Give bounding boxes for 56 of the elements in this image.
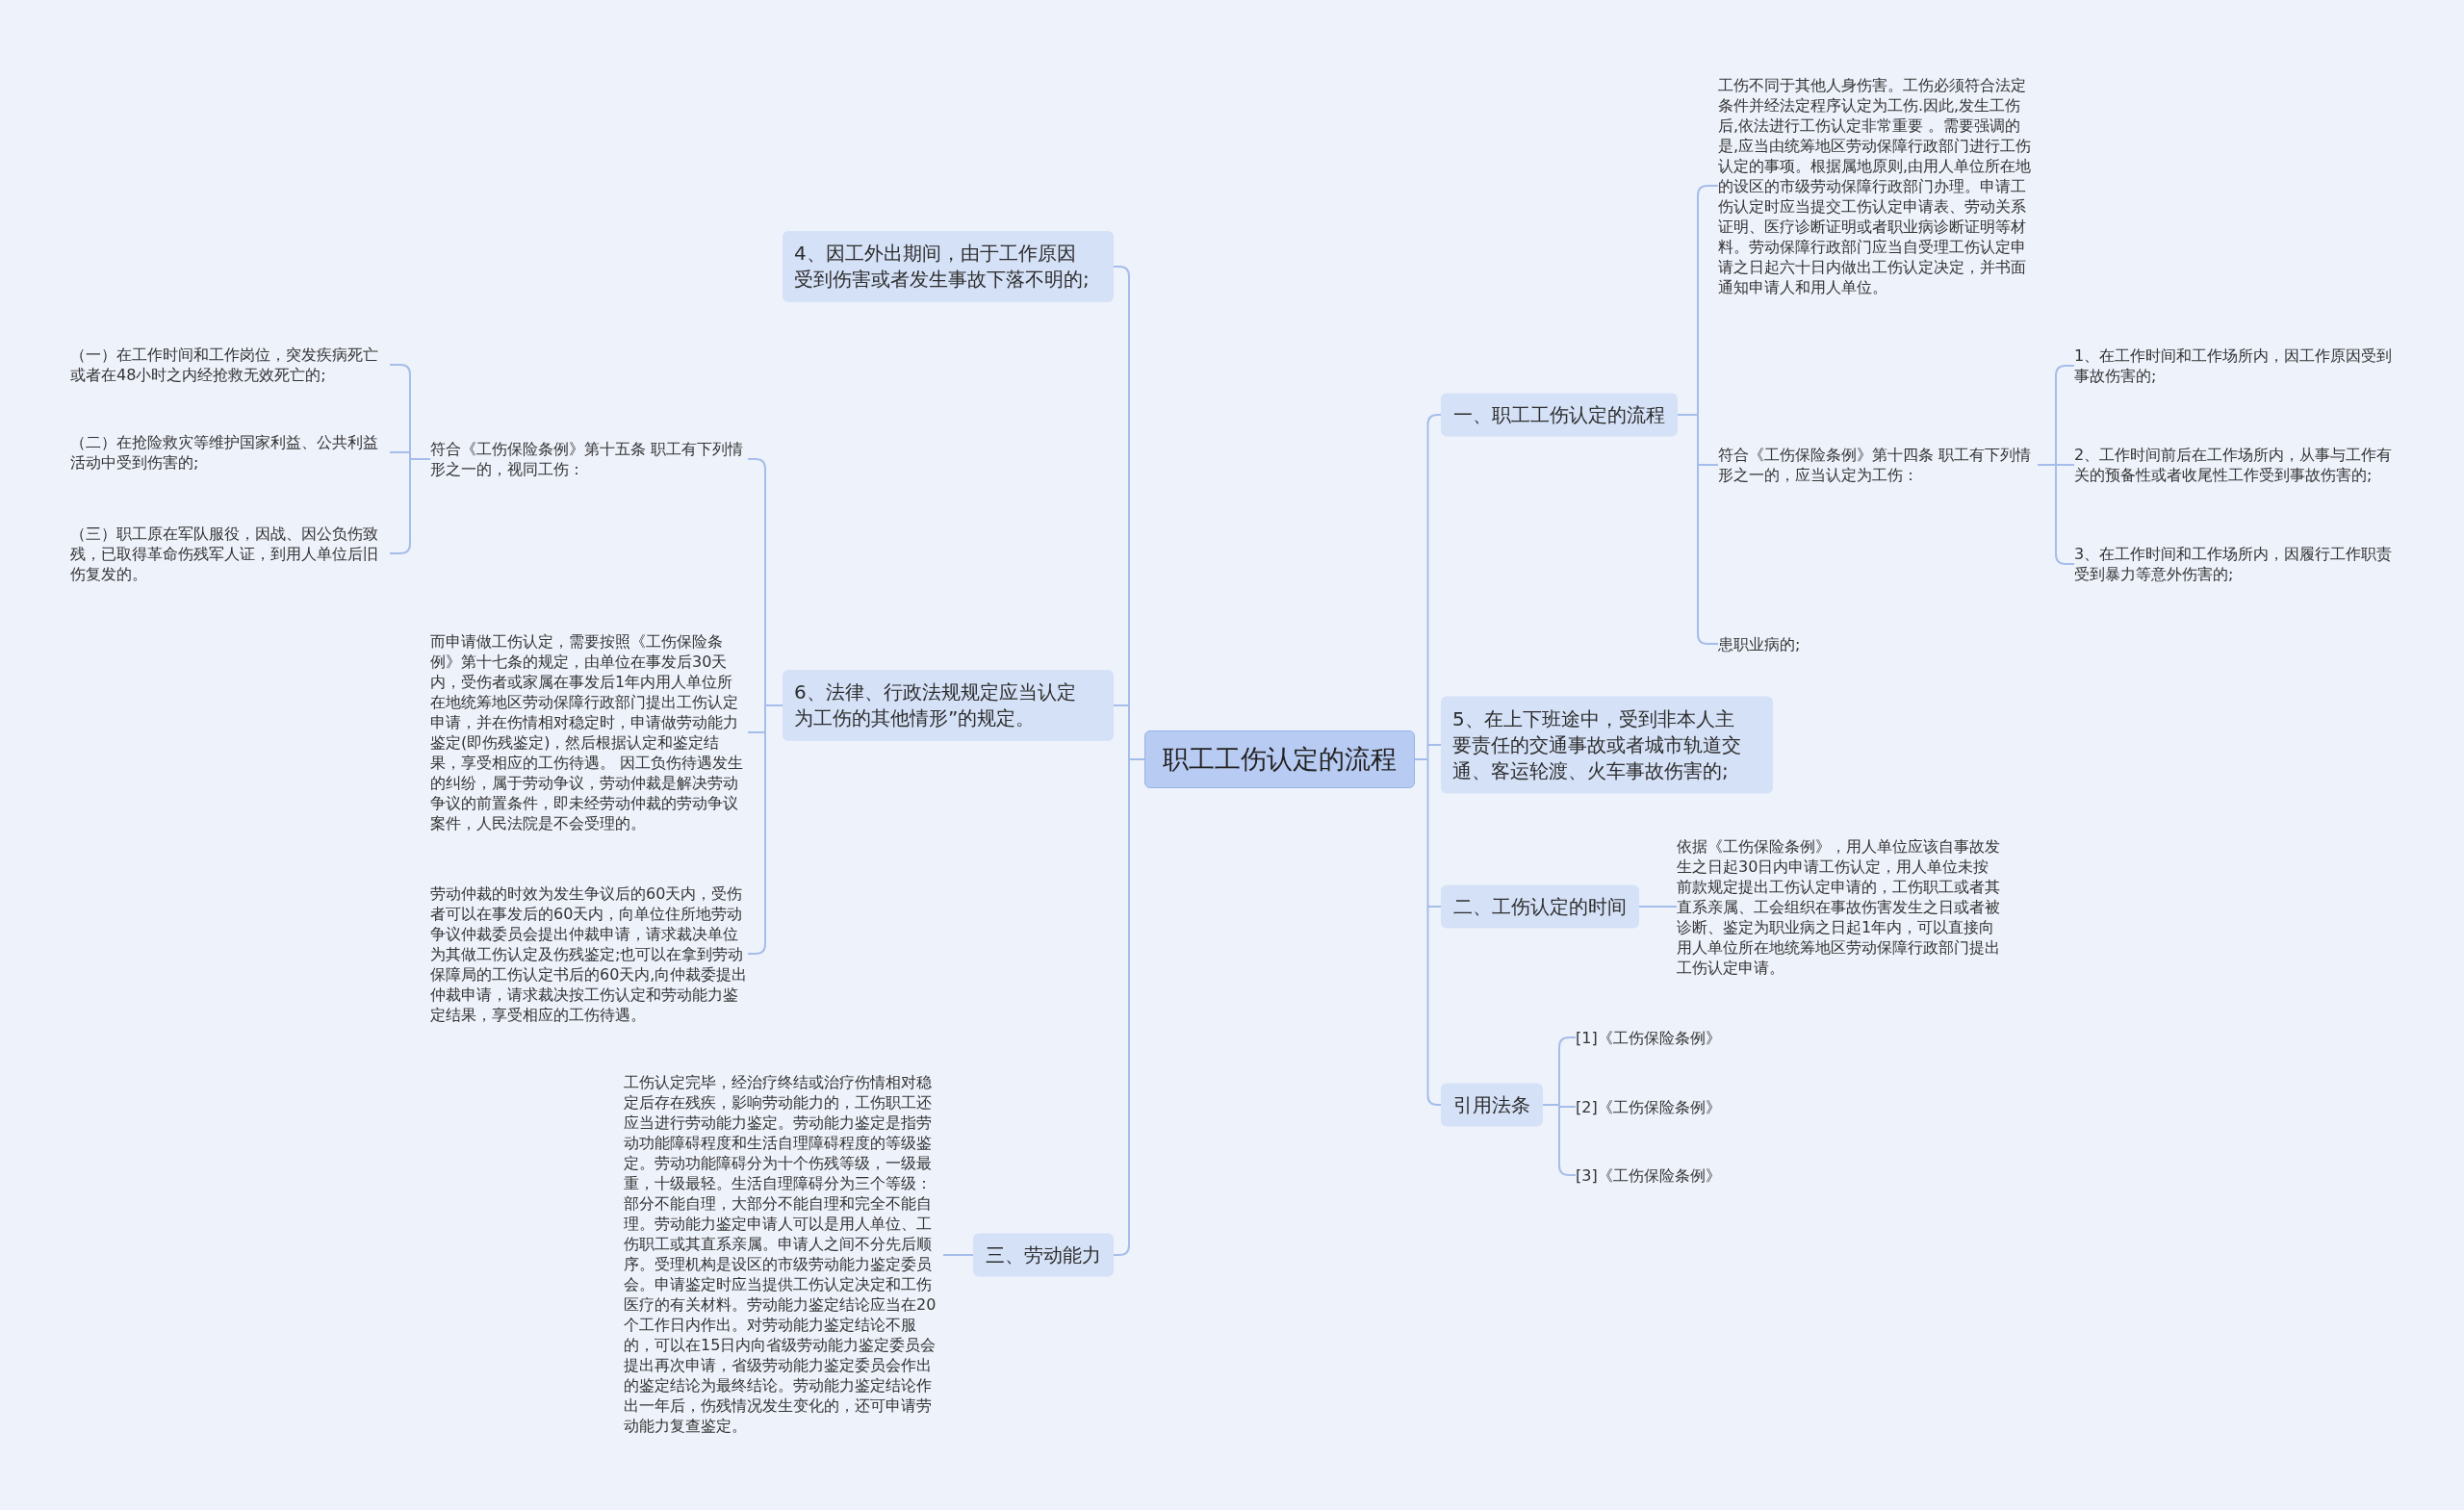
connector-line — [1558, 1106, 1577, 1108]
note-text: [2]《工伤保险条例》 — [1576, 1096, 1721, 1117]
note-text: 工伤不同于其他人身伤害。工伤必须符合法定条件并经法定程序认定为工伤.因此,发生工伤后,依法进行工伤认定非常重要 。需要强调的是,应当由统筹地区劳动保障行政部门进行工伤认定的事项。根据属地原则,由用人单位所在地的设区的市级劳动保障行政部门办理。申请工伤认定时应当提交工伤认定申请表、劳动关系证明、医疗诊断证明或者职业病诊断证明等材料。劳动保障行政部门应当自受理工伤认定申请之日起六十日内做出工伤认定决定，并书面通知申请人和用人单位。 — [1718, 74, 2038, 297]
connector-line — [942, 1254, 974, 1256]
connector-line — [747, 943, 766, 955]
note-text: 符合《工伤保险条例》第十四条 职工有下列情形之一的，应当认定为工伤： — [1718, 445, 2038, 485]
connector-line — [1426, 1094, 1442, 1106]
branch-topic: 4、因工外出期间，由于工作原因受到伤害或者发生事故下落不明的; — [783, 231, 1114, 302]
branch-topic: 一、职工工伤认定的流程 — [1441, 393, 1678, 437]
connector-line — [1113, 1244, 1130, 1256]
note-text: 劳动仲裁的时效为发生争议后的60天内，受伤者可以在事发后的60天内，向单位住所地劳动争议仲裁委员会提出仲裁申请，请求裁决单位为其做工伤认定及伤残鉴定;也可以在拿到劳动保障局的工伤认定书后的60天内,向仲裁委提出仲裁申请，请求裁决按工伤认定和劳动能力鉴定结果，享受相应的工伤待遇。 — [430, 883, 748, 1025]
connector-line — [1677, 194, 1699, 635]
note-text: （三）职工原在军队服役，因战、因公负伤致残，已取得革命伤残军人证，到用人单位后旧伤复发的。 — [70, 523, 390, 584]
connector-line — [1697, 633, 1719, 645]
note-text: 依据《工伤保险条例》，用人单位应该自事故发生之日起30日内申请工伤认定，用人单位未按前款规定提出工伤认定申请的，工伤职工或者其直系亲属、工会组织在事故伤害发生之日或者被诊断、鉴定为职业病之日起1年内，可以直接向用人单位所在地统筹地区劳动保障行政部门提出工伤认定申请。 — [1677, 835, 2000, 978]
connector-line — [389, 364, 411, 375]
branch-topic: 二、工伤认定的时间 — [1441, 884, 1639, 929]
note-text: （二）在抢险救灾等维护国家利益、公共利益活动中受到伤害的; — [70, 432, 390, 473]
connector-line — [2037, 374, 2057, 555]
connector-line — [1542, 1046, 1560, 1166]
connector-line — [1697, 464, 1719, 466]
note-text: [3]《工伤保险条例》 — [1576, 1164, 1721, 1186]
connector-line — [1128, 275, 1145, 1246]
note-text: 1、在工作时间和工作场所内，因工作原因受到事故伤害的; — [2074, 346, 2398, 386]
connector-line — [764, 468, 783, 945]
connector-line — [1558, 1037, 1577, 1048]
connector-line — [747, 458, 766, 470]
branch-topic: 6、法律、行政法规规定应当认定为工伤的其他情形”的规定。 — [783, 670, 1114, 741]
connector-line — [1558, 1164, 1577, 1176]
connector-line — [1426, 906, 1442, 908]
connector-line — [1638, 906, 1678, 908]
note-text: 2、工作时间前后在工作场所内，从事与工作有关的预备性或者收尾性工作受到事故伤害的; — [2074, 445, 2398, 485]
connector-line — [409, 373, 431, 545]
connector-line — [1113, 266, 1130, 277]
branch-topic: 5、在上下班途中，受到非本人主要责任的交通事故或者城市轨道交通、客运轮渡、火车事故伤害的; — [1441, 696, 1773, 794]
note-text: 符合《工伤保险条例》第十五条 职工有下列情形之一的，视同工伤： — [430, 439, 748, 479]
central-topic: 职工工伤认定的流程 — [1144, 730, 1415, 788]
connector-line — [747, 731, 766, 733]
connector-line — [2055, 365, 2075, 376]
branch-topic: 三、劳动能力 — [973, 1233, 1114, 1277]
connector-line — [1113, 704, 1130, 706]
connector-line — [2055, 553, 2075, 565]
note-text: 患职业病的; — [1718, 633, 1801, 654]
note-text: 3、在工作时间和工作场所内，因履行工作职责受到暴力等意外伤害的; — [2074, 544, 2398, 584]
branch-topic: 引用法条 — [1441, 1083, 1543, 1127]
connector-line — [389, 543, 411, 554]
note-text: （一）在工作时间和工作岗位，突发疾病死亡或者在48小时之内经抢救无效死亡的; — [70, 345, 390, 385]
note-text: 工伤认定完毕，经治疗终结或治疗伤情相对稳定后存在残疾，影响劳动能力的，工伤职工还应当进行劳动能力鉴定。劳动能力鉴定是指劳动功能障碍程度和生活自理障碍程度的等级鉴定。劳动功能障碍分为十个伤残等级，一级最重，十级最轻。生活自理障碍分为三个等级：部分不能自理，大部分不能自理和完全不能自理。劳动能力鉴定申请人可以是用人单位、工伤职工或其直系亲属。申请人之间不分先后顺序。受理机构是设区的市级劳动能力鉴定委员会。申请鉴定时应当提供工伤认定决定和工伤医疗的有关材料。劳动能力鉴定结论应当在20个工作日内作出。对劳动能力鉴定结论不服的，可以在15日内向省级劳动能力鉴定委员会提出再次申请，省级劳动能力鉴定委员会作出的鉴定结论为最终结论。劳动能力鉴定结论作出一年后，伤残情况发生变化的，还可申请劳动能力复查鉴定。 — [624, 1072, 943, 1436]
note-text: [1]《工伤保险条例》 — [1576, 1027, 1721, 1048]
connector-line — [2055, 464, 2075, 466]
note-text: 而申请做工伤认定，需要按照《工伤保险条例》第十七条的规定，由单位在事发后30天内，受伤者或家属在事发后1年内用人单位所在地统筹地区劳动保障行政部门提出工伤认定申请，并在伤情相对稳定时，申请做劳动能力鉴定(即伤残鉴定)，然后根据认定和鉴定结果，享受相应的工伤待遇。 因工负伤待遇发生的纠纷，属于劳动争议，劳动仲裁是解决劳动争议的前置条件，即未经劳动仲裁的劳动争议案件，人民法院是不会受理的。 — [430, 631, 748, 833]
connector-line — [1414, 423, 1429, 1096]
connector-line — [1426, 414, 1442, 425]
connector-line — [1426, 744, 1442, 746]
connector-line — [389, 451, 411, 453]
connector-line — [1697, 185, 1719, 196]
